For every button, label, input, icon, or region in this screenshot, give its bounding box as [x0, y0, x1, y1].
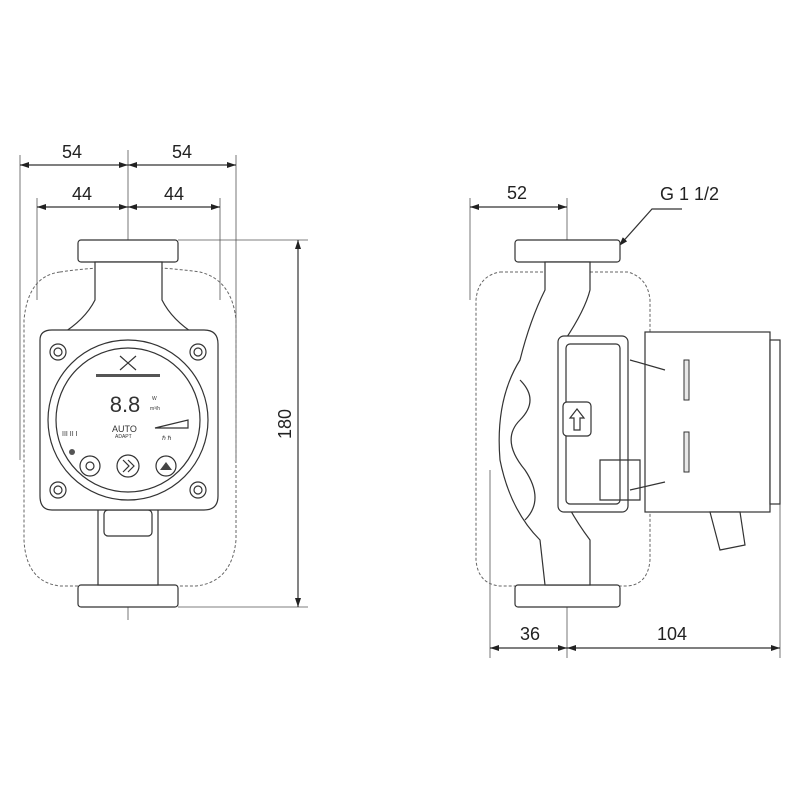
- thread-leader: [618, 208, 682, 247]
- display-unit-power: W: [152, 396, 157, 402]
- control-panel: [55, 347, 201, 493]
- svg-text:ℏ ℏ: ℏ ℏ: [162, 435, 171, 442]
- motor-housing: [644, 331, 771, 513]
- side-view: 52 36 104 G 1 1/2: [469, 183, 781, 658]
- status-led-icon: [69, 449, 75, 455]
- bottom-flange: [77, 584, 179, 608]
- cable-connector: [709, 511, 746, 551]
- mode-adapt: ADAPT: [115, 434, 132, 440]
- control-box-side: [557, 335, 629, 513]
- brand-logo-icon: [96, 355, 160, 377]
- display-value: 8.8: [110, 392, 141, 417]
- dim-label-bottom-right: 104: [657, 624, 687, 644]
- settings-button[interactable]: [79, 455, 101, 477]
- thread-label: G 1 1/2: [660, 184, 719, 204]
- top-flange: [77, 239, 179, 263]
- insulation-outline-side: [475, 271, 651, 587]
- dim-label-left-inner: 44: [72, 184, 92, 204]
- insulation-outline: [23, 266, 237, 587]
- select-button[interactable]: [116, 454, 140, 478]
- motor-end-cap: [769, 339, 781, 505]
- mode-auto: AUTO: [112, 424, 137, 434]
- front-view: 54 54 44 44 180 8.8 W m³/h III II I AUTO: [19, 142, 308, 620]
- curve-indicator-icon: [154, 419, 189, 429]
- night-mode-button[interactable]: [155, 455, 177, 477]
- dim-label-right-inner: 44: [164, 184, 184, 204]
- dim-label-top-offset: 52: [507, 183, 527, 203]
- speed-bars: III II I: [62, 431, 78, 438]
- dim-label-right-outer: 54: [172, 142, 192, 162]
- dim-label-left-outer: 54: [62, 142, 82, 162]
- bottom-flange-side: [514, 584, 621, 608]
- dim-label-height: 180: [275, 409, 295, 439]
- flow-direction-arrow-icon: [562, 401, 592, 437]
- dim-label-bottom-left: 36: [520, 624, 540, 644]
- display-unit-flow: m³/h: [150, 406, 160, 412]
- top-flange-side: [514, 239, 621, 263]
